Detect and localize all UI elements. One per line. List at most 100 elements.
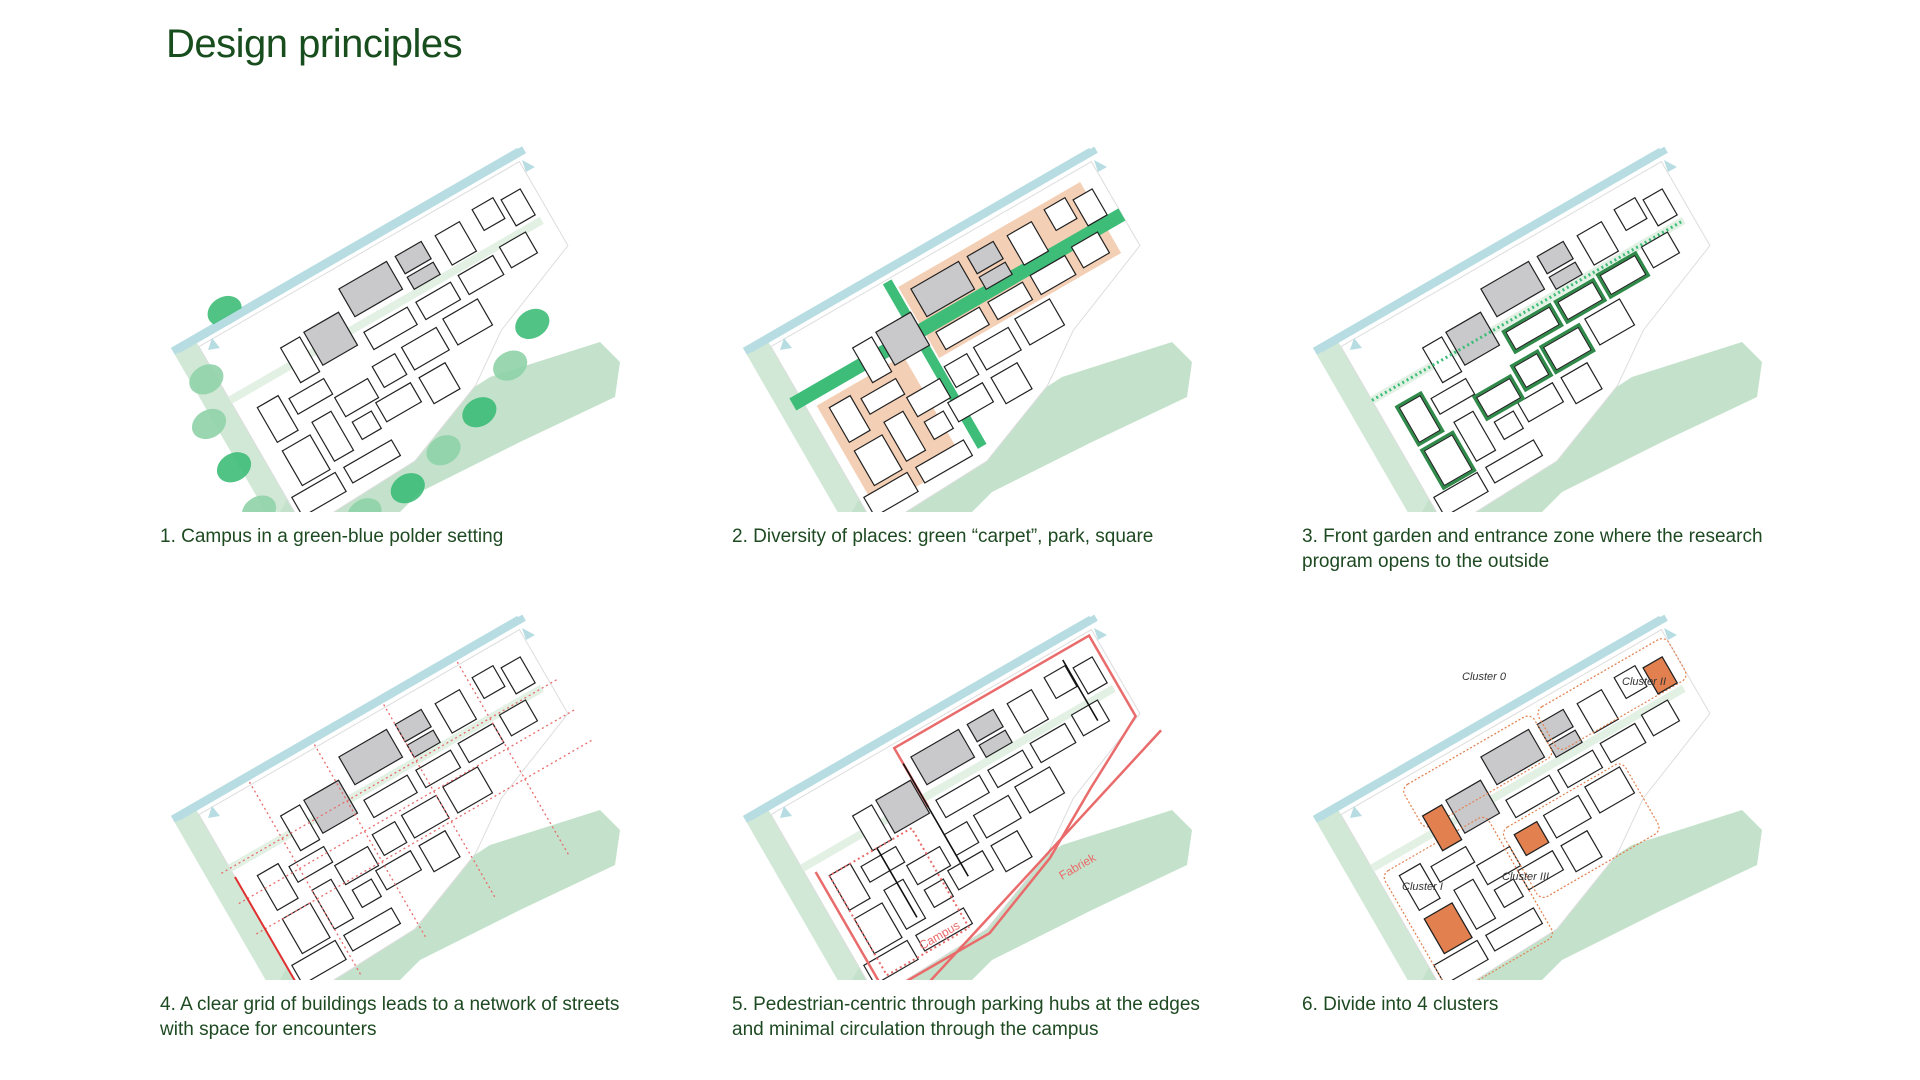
building <box>333 845 380 886</box>
campus-plan <box>170 614 595 980</box>
building <box>1599 254 1647 296</box>
building <box>434 688 478 734</box>
cluster-label: Cluster I <box>1402 881 1443 893</box>
building <box>1006 220 1050 266</box>
building <box>279 336 321 384</box>
building <box>1480 728 1546 786</box>
building <box>1433 471 1489 512</box>
building <box>471 664 506 700</box>
building <box>256 394 299 444</box>
caption-3: 3. Front garden and entrance zone where … <box>1302 526 1763 572</box>
building <box>1423 434 1473 487</box>
building <box>978 261 1013 291</box>
blue-axis-arrow <box>1317 146 1668 353</box>
tree-cluster <box>426 435 461 466</box>
campus-plan <box>742 614 1163 980</box>
building <box>1484 439 1544 484</box>
tree-cluster <box>241 495 277 512</box>
building <box>498 231 539 269</box>
building <box>338 728 404 786</box>
building <box>1599 722 1647 764</box>
building <box>935 306 991 351</box>
blue-axis-arrow <box>175 146 527 354</box>
cluster-hub-building <box>1642 656 1678 695</box>
building <box>1445 311 1501 366</box>
caption-1: 1. Campus in a green-blue polder setting <box>160 526 504 547</box>
panel-4: 4. A clear grid of buildings leads to a … <box>160 580 630 1042</box>
page-title: Design principles <box>166 22 463 66</box>
panel-2: 2. Diversity of places: green “carpet”, … <box>732 112 1202 549</box>
building <box>342 439 402 484</box>
building <box>990 829 1033 873</box>
building <box>978 729 1013 759</box>
building <box>1505 774 1561 819</box>
arrow-head <box>780 338 792 350</box>
building <box>374 381 423 423</box>
building <box>288 377 334 415</box>
building <box>394 708 432 743</box>
building <box>1445 779 1501 834</box>
campus-ground <box>770 628 1141 980</box>
building <box>828 394 871 444</box>
blue-axis-arrow <box>747 146 1098 353</box>
building <box>923 878 955 909</box>
building <box>371 352 408 389</box>
building <box>1480 260 1546 318</box>
building <box>1516 381 1565 423</box>
building <box>338 260 404 318</box>
building <box>943 352 980 389</box>
building <box>946 849 995 891</box>
building <box>303 311 359 366</box>
building <box>1014 298 1066 346</box>
building <box>457 254 505 296</box>
arrow-head <box>780 806 792 818</box>
street-front <box>234 876 304 980</box>
building <box>883 410 927 463</box>
building <box>1070 231 1111 269</box>
building <box>914 439 974 484</box>
cluster-hub-building <box>1423 902 1473 955</box>
tree-cluster <box>493 350 528 381</box>
building <box>1536 240 1574 275</box>
building <box>905 845 952 886</box>
building <box>471 196 506 232</box>
arrow-head <box>522 628 535 640</box>
building <box>851 804 893 852</box>
panel-3: 3. Front garden and entrance zone where … <box>1302 112 1772 574</box>
building <box>828 862 871 912</box>
campus-plan <box>170 146 569 512</box>
building <box>351 410 383 441</box>
tree-cluster <box>189 364 224 395</box>
building <box>363 306 419 351</box>
caption-2: 2. Diversity of places: green “carpet”, … <box>732 526 1154 547</box>
building <box>311 878 355 931</box>
tree-cluster <box>191 408 227 440</box>
building <box>498 699 539 737</box>
building <box>1430 845 1476 883</box>
arrow-head <box>208 338 220 350</box>
building <box>415 281 462 321</box>
cluster-outline <box>1537 637 1687 750</box>
building <box>905 377 952 418</box>
building <box>1029 722 1077 764</box>
building <box>875 311 931 366</box>
building <box>1613 196 1648 232</box>
building <box>863 471 919 512</box>
building <box>371 820 408 857</box>
cluster-outline <box>1502 763 1660 898</box>
building <box>1453 410 1497 463</box>
building <box>1029 254 1077 296</box>
building <box>1072 188 1108 227</box>
building <box>394 240 432 275</box>
building <box>406 729 441 759</box>
building <box>291 471 347 512</box>
building <box>500 656 536 695</box>
building <box>374 849 423 891</box>
building <box>860 845 906 883</box>
building <box>1006 688 1050 734</box>
arrow-head <box>522 160 535 172</box>
building <box>851 336 893 384</box>
building <box>1493 410 1525 441</box>
